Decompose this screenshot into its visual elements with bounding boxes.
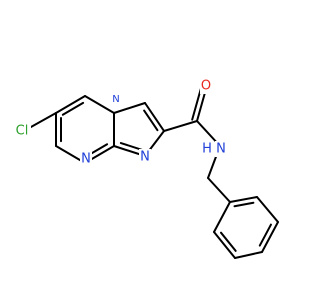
- bond-c3-c2: [144, 102, 165, 132]
- bond-c5-n: [84, 95, 115, 114]
- atom-label-n_pyr: N: [81, 152, 91, 167]
- atom-label-n_imid: N: [140, 150, 150, 165]
- atom-label-o: O: [201, 79, 211, 94]
- bond-ph-1-2: [213, 201, 231, 233]
- bond-ph-6-1: [229, 196, 258, 203]
- atom-label-bg-n_imid: [139, 149, 151, 165]
- bond-n-c3: [113, 102, 146, 114]
- bond-c-o-double: [191, 86, 203, 121]
- bond-layer: [21, 86, 279, 259]
- bond-ph-4-5: [261, 221, 279, 253]
- atom-label-n_bridge: N: [112, 94, 119, 105]
- bond-n-c8a-double: [119, 142, 144, 152]
- atom-label-h: H: [202, 142, 212, 157]
- atom-label-bg-n_pyr: [80, 151, 92, 167]
- bond-ph-4-5-double: [258, 223, 272, 247]
- bond-c6-c5-double: [61, 101, 85, 116]
- atom-label-bg-nh: [215, 141, 227, 157]
- atom-label-nh: N: [216, 142, 226, 157]
- atom-label-bg-h: [202, 141, 212, 157]
- atom-label-cl: Cl: [16, 124, 29, 139]
- bond-ph-3-4: [234, 251, 263, 259]
- atom-label-bg-cl: [13, 123, 31, 139]
- bond-ph-2-3: [213, 231, 236, 259]
- atom-label-bg-n_bridge: [111, 91, 121, 107]
- bond-c-o: [196, 88, 207, 122]
- bond-ph-6-1-double: [233, 201, 255, 208]
- bond-c6-c5: [55, 95, 86, 114]
- bond-ph-5-6: [256, 196, 279, 223]
- bond-c3-c2-double: [143, 109, 159, 132]
- bond-ph-2-3-double: [219, 231, 237, 252]
- bond-ch2-ph: [207, 177, 231, 203]
- atom-label-bg-o: [200, 78, 212, 94]
- bond-c2-camide: [163, 120, 198, 132]
